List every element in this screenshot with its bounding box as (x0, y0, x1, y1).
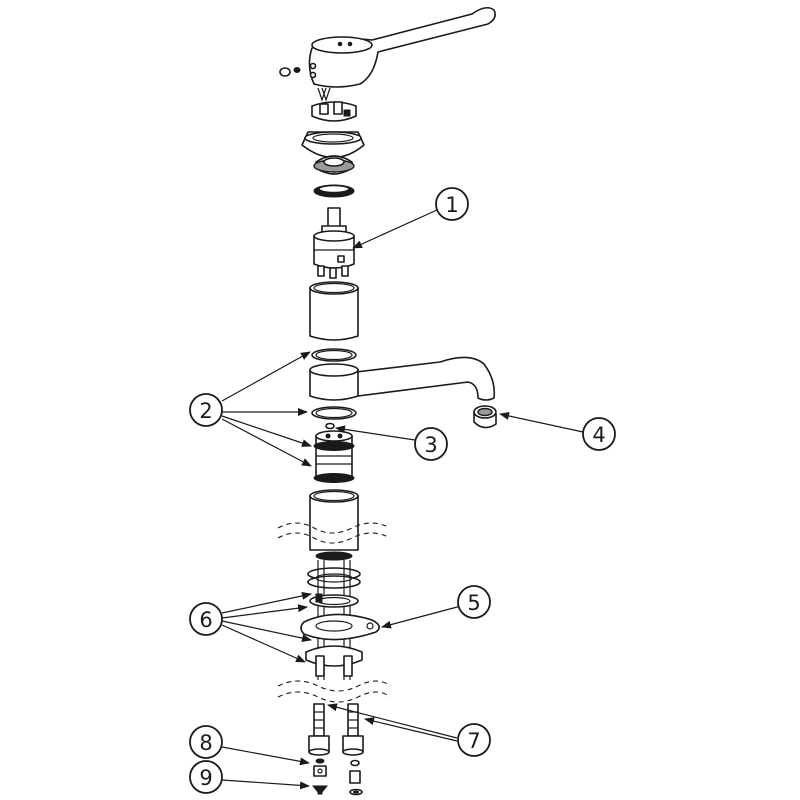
callout-6: 6 (189, 602, 223, 636)
handle-adapter (311, 101, 357, 122)
callout-4-label: 4 (592, 423, 605, 447)
callout-7: 7 (457, 723, 491, 757)
upper-fixing-ring (309, 593, 359, 608)
bottom-bracket (305, 645, 363, 677)
flexible-hose-left (308, 703, 330, 756)
callout-9: 9 (189, 760, 223, 794)
lever-handle (308, 6, 496, 88)
callout-2: 2 (189, 393, 223, 427)
callout-3-label: 3 (424, 433, 437, 457)
cartridge-nut (313, 155, 355, 175)
fixing-plate (300, 613, 380, 641)
upper-sleeve (309, 281, 359, 341)
callout-6-label: 6 (199, 608, 212, 632)
o-ring-black (313, 184, 355, 198)
callout-3: 3 (414, 427, 448, 461)
cartridge (313, 207, 355, 279)
seal-ring-top (311, 348, 357, 362)
cover-cap (301, 131, 365, 159)
callout-5-label: 5 (467, 591, 480, 615)
base-washer (307, 551, 361, 589)
callout-2-label: 2 (199, 399, 212, 423)
break-lines-lower (277, 680, 391, 703)
aerator (473, 405, 497, 429)
filter-left (313, 758, 327, 777)
grub-screw (279, 67, 301, 77)
valve-body (313, 430, 355, 483)
callout-8-label: 8 (199, 731, 212, 755)
retaining-clip (317, 87, 331, 102)
callout-9-label: 9 (199, 766, 212, 790)
callout-1-label: 1 (445, 193, 458, 217)
callout-4: 4 (582, 417, 616, 451)
leader-lines (221, 209, 584, 790)
spout (309, 356, 496, 401)
seal-left (311, 785, 329, 795)
small-insert (325, 422, 335, 430)
callout-8: 8 (189, 725, 223, 759)
lower-body (277, 489, 391, 551)
seal-ring-middle (311, 406, 357, 420)
callout-5: 5 (457, 585, 491, 619)
seal-right (349, 788, 363, 796)
callout-1: 1 (435, 187, 469, 221)
flexible-hose-right (342, 703, 364, 756)
callout-7-label: 7 (467, 729, 480, 753)
filter-right (349, 759, 361, 784)
